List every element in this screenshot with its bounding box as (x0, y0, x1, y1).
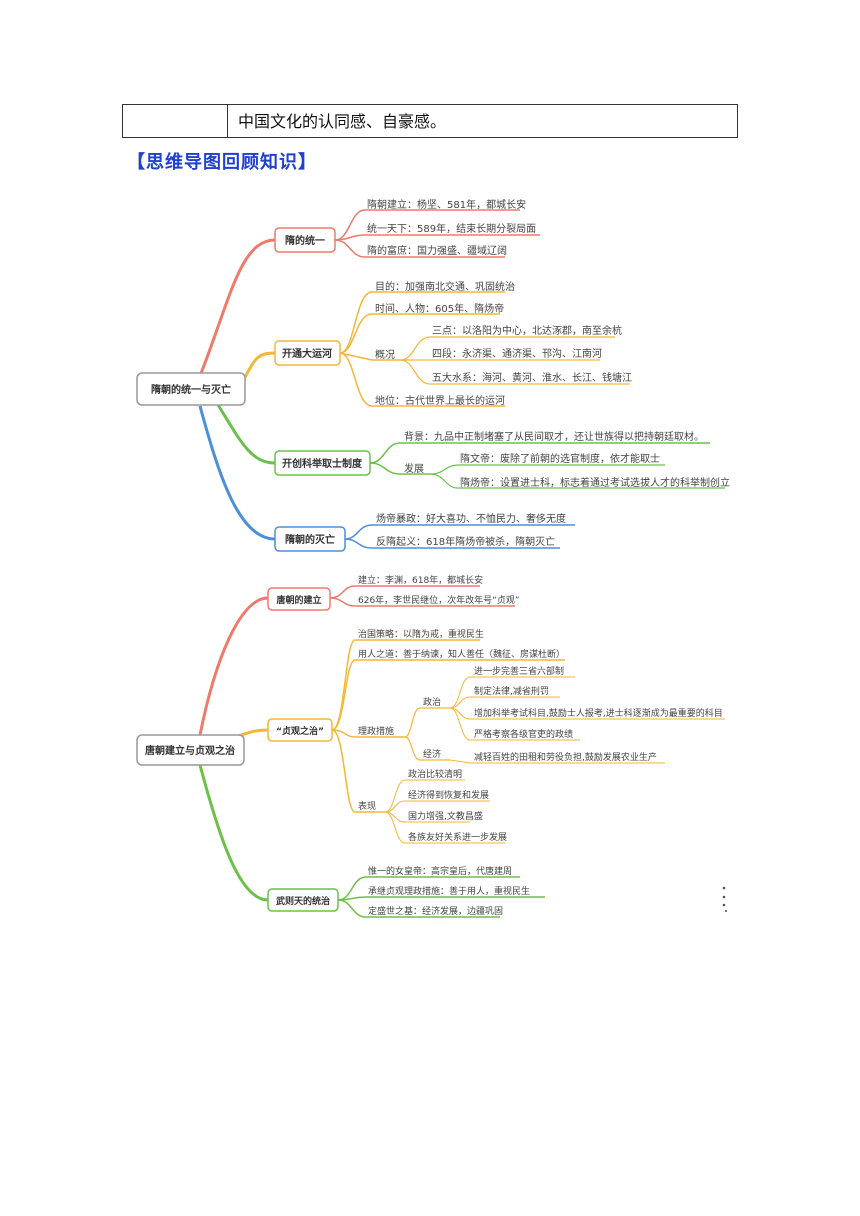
table-cell-text: 中国文化的认同感、自豪感。 (238, 112, 447, 131)
leaf-text: 时间、人物：605年、隋炀帝 (375, 302, 504, 315)
tang-found-label: 唐朝的建立 (276, 594, 321, 606)
leaf-text: 经济得到恢复和发展 (408, 789, 489, 801)
leaf-text: 统一天下：589年，结束长期分裂局面 (367, 222, 536, 235)
table-cell-empty (123, 105, 228, 137)
sui-exam-node (274, 450, 371, 476)
leaf-text: 国力增强,文教昌盛 (408, 810, 483, 822)
sui-fall-label: 隋朝的灭亡 (285, 533, 335, 546)
leaf-text: 反隋起义：618年隋炀帝被杀，隋朝灭亡 (376, 535, 555, 548)
leaf-text: 背景：九品中正制堵塞了从民间取才，还让世族得以把持朝廷取材。 (404, 430, 704, 443)
leaf-text: 定盛世之基：经济发展，边疆巩固 (368, 905, 503, 917)
leaf-text: 隋文帝：废除了前朝的选官制度，依才能取士 (460, 452, 660, 465)
leaf-text: 概况 (375, 348, 395, 361)
tang-root-label: 唐朝建立与贞观之治 (145, 744, 235, 757)
leaf-text: 严格考察各级官吏的政绩 (474, 728, 573, 740)
leaf-text: 隋的富庶：国力强盛、疆域辽阔 (367, 244, 507, 257)
leaf-text: 目的：加强南北交通、巩固统治 (375, 280, 515, 293)
leaf-text: 进一步完善三省六部制 (474, 665, 564, 677)
tang-wu-label: 武则天的统治 (276, 895, 330, 907)
leaf-text: 用人之道：善于纳谏，知人善任（魏征、房谋杜断） (358, 648, 565, 660)
leaf-text: 建立：李渊，618年，都城长安 (358, 574, 483, 586)
tang-zhenguan-label: “贞观之治” (276, 725, 324, 737)
sui-exam-label: 开创科举取士制度 (282, 457, 363, 470)
leaf-text: 四段：永济渠、通济渠、邗沟、江南河 (432, 347, 602, 360)
tang-mindmap: 唐朝建立与贞观之治 唐朝的建立 建立：李渊，618年，都城长安 626年，李世民… (136, 574, 727, 918)
leaf-text: 承继贞观理政措施：善于用人，重视民生 (368, 885, 530, 897)
sui-canal-label: 开通大运河 (282, 347, 332, 360)
leaf-text: 626年，李世民继位，次年改年号“贞观” (358, 594, 520, 606)
leaf-text: 增加科举考试科目,鼓励士人报考,进士科逐渐成为最重要的科目 (474, 707, 723, 719)
leaf-text: 治国策略：以隋为戒，重视民生 (358, 628, 484, 640)
table-row: 中国文化的认同感、自豪感。 (122, 104, 738, 138)
leaf-text: 制定法律,减省刑罚 (474, 685, 549, 697)
leaf-text: 隋朝建立：杨坚、581年，都城长安 (367, 198, 526, 211)
sui-canal-node (274, 340, 341, 366)
leaf-text: 隋炀帝：设置进士科，标志着通过考试选拔人才的科举制创立 (460, 476, 730, 489)
leaf-text: 政治 (423, 696, 441, 708)
leaf-text: 表现 (358, 800, 376, 812)
tang-root-node (136, 734, 245, 766)
tang-found-node (267, 587, 331, 611)
leaf-text: 理政措施 (358, 725, 394, 737)
sui-fall-node (274, 526, 346, 552)
leaf-text: 减轻百姓的田租和劳役负担,鼓励发展农业生产 (474, 751, 657, 763)
sui-root-label: 隋朝的统一与灭亡 (151, 383, 231, 396)
tang-wu-node (267, 888, 339, 912)
leaf-text: 经济 (423, 748, 441, 760)
leaf-text: 发展 (404, 462, 424, 475)
sui-unify-label: 隋的统一 (285, 234, 325, 247)
leaf-text: 炀帝暴政：好大喜功、不恤民力、奢侈无度 (376, 512, 566, 525)
sui-mindmap: 隋朝的统一与灭亡 隋的统一 隋朝建立：杨坚、581年，都城长安 统一天下：589… (136, 198, 730, 552)
leaf-text: 政治比较清明 (408, 768, 462, 780)
section-title: 【思维导图回顾知识】 (127, 152, 317, 173)
leaf-text: 五大水系：海河、黄河、淮水、长江、钱塘江 (432, 371, 632, 384)
tang-zhenguan-node (267, 718, 333, 742)
leaf-text: 各族友好关系进一步发展 (408, 831, 507, 843)
decorative-marks (722, 886, 727, 912)
sui-unify-node (274, 227, 336, 253)
sui-root-node (136, 372, 246, 406)
leaf-text: 惟一的女皇帝：高宗皇后，代唐建周 (368, 865, 512, 877)
leaf-text: 地位：古代世界上最长的运河 (375, 394, 505, 407)
leaf-text: 三点：以洛阳为中心，北达涿郡，南至余杭 (432, 324, 622, 337)
